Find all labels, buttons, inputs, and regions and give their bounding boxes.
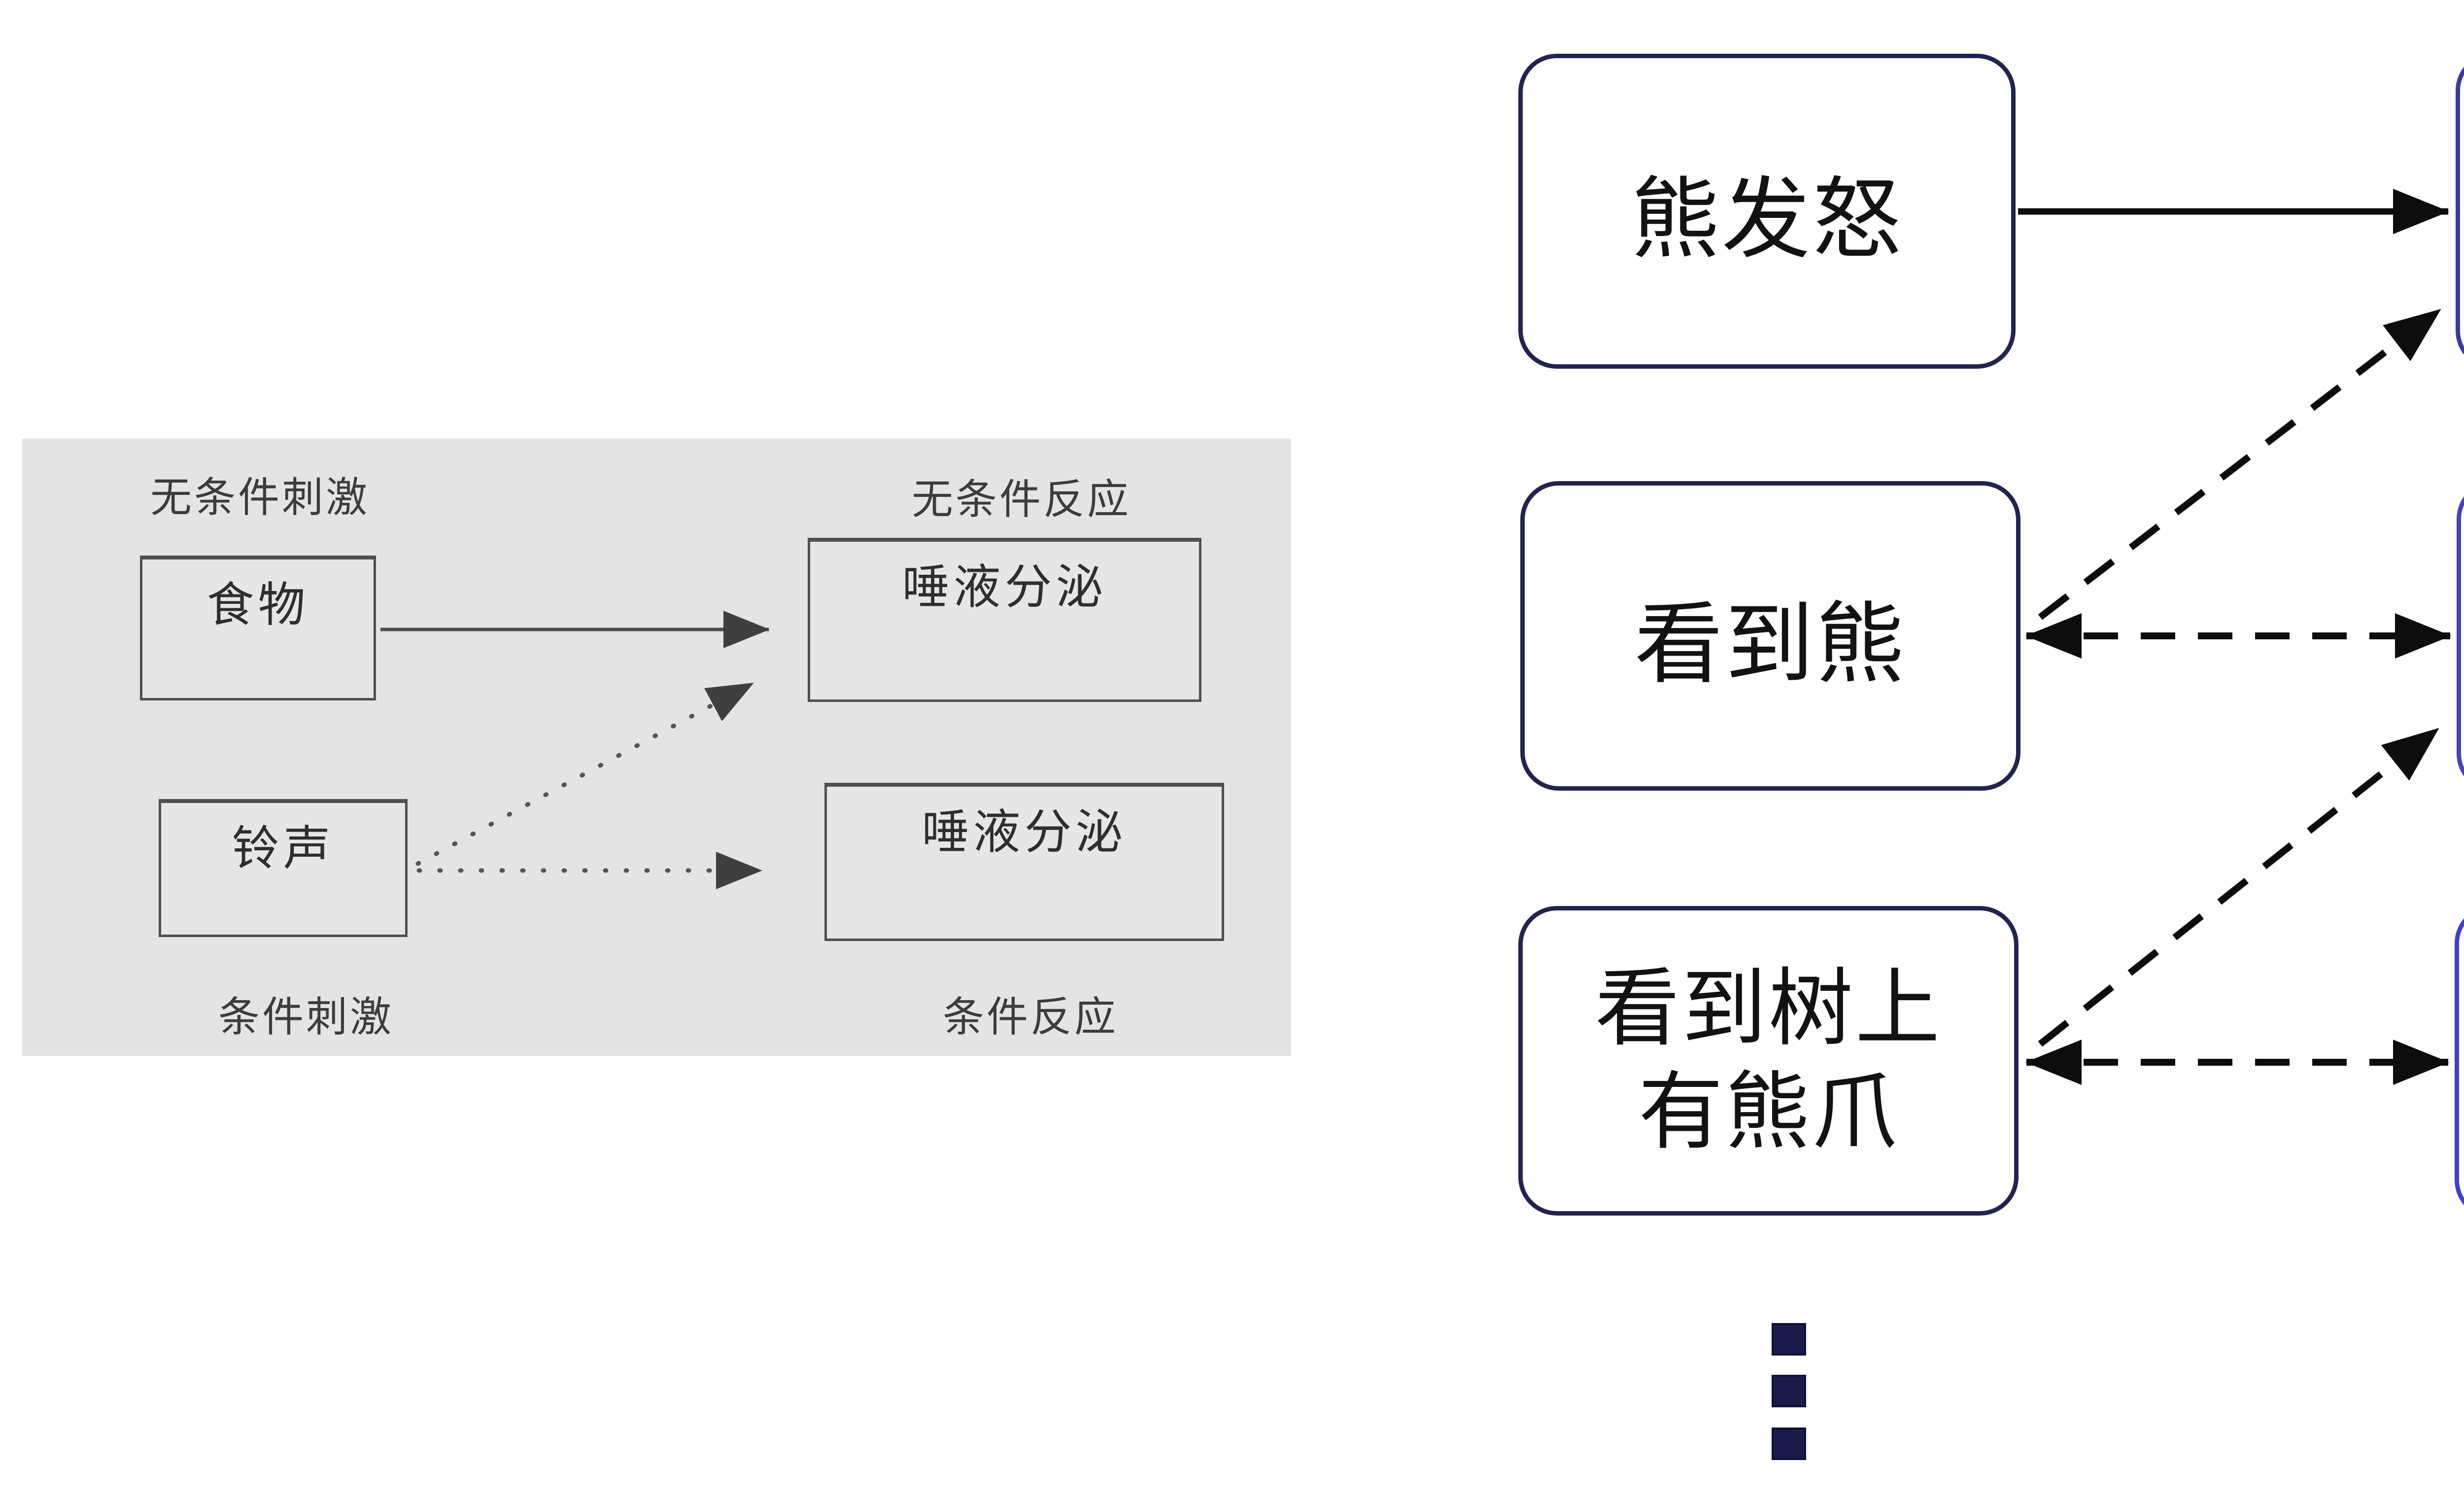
box-bear-rage: 熊发怒	[1518, 54, 2016, 369]
box-see-claw-line1: 看到树上	[1595, 961, 1942, 1056]
box-saliva-unconditioned-label: 唾液分泌	[902, 561, 1107, 614]
box-bear-rage-label: 熊发怒	[1631, 170, 1903, 269]
box-saliva-unconditioned: 唾液分泌	[808, 538, 1201, 702]
box-see-claw: 看到树上 有熊爪	[1518, 906, 2019, 1216]
box-saliva-conditioned: 唾液分泌	[824, 783, 1224, 941]
box-v-s: V(s)	[2455, 905, 2464, 1219]
box-food: 食物	[140, 556, 376, 700]
box-see-bear: 看到熊	[1520, 481, 2020, 791]
box-see-bear-label: 看到熊	[1634, 594, 1907, 694]
arrow-see-bear-to-reward-dashed	[2038, 307, 2443, 620]
label-unconditioned-stimulus: 无条件刺激	[150, 474, 370, 521]
box-bell: 铃声	[159, 799, 408, 937]
ellipsis-dot-left	[1772, 1428, 1806, 1460]
ellipsis-dot-left	[1772, 1323, 1806, 1356]
ellipsis-dot-left	[1772, 1375, 1806, 1407]
label-conditioned-stimulus: 条件刺激	[218, 994, 394, 1040]
box-bell-label: 铃声	[232, 822, 335, 875]
box-v-s-prime: V(s′)	[2457, 481, 2464, 792]
box-saliva-conditioned-label: 唾液分泌	[922, 806, 1127, 859]
box-reward: 奖励	[2456, 52, 2464, 369]
box-see-claw-line2: 有熊爪	[1638, 1065, 1899, 1159]
arrow-see-claw-to-v-next-dashed	[2038, 726, 2441, 1047]
box-food-label: 食物	[206, 579, 309, 631]
classical-conditioning-panel: 无条件刺激 无条件反应 食物 唾液分泌 铃声 唾液分泌 条件刺激 条件反应	[22, 439, 1291, 1056]
label-conditioned-response: 条件反应	[943, 994, 1119, 1040]
label-unconditioned-response: 无条件反应	[912, 476, 1131, 523]
